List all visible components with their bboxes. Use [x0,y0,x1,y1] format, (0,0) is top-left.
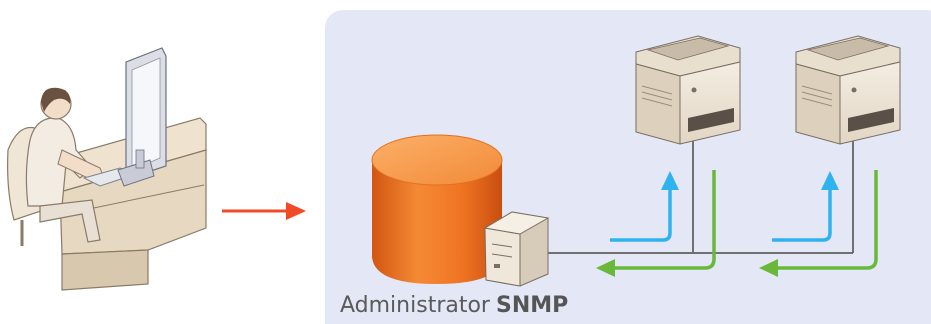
red-arrow-icon [222,202,306,220]
database-cylinder-icon [371,134,503,284]
person-at-computer-icon [7,47,207,291]
upload-arrow-icon-1 [610,171,679,242]
network-lines [540,128,854,254]
printer-icon-1 [635,35,741,145]
server-tower-icon [483,211,550,287]
upload-arrow-icon-2 [772,171,839,242]
download-arrow-icon-1 [596,170,716,277]
printer-icon-2 [795,35,901,145]
caption-role: Administrator [340,293,490,318]
download-arrow-icon-2 [759,170,878,277]
caption-protocol: SNMP [495,293,569,318]
